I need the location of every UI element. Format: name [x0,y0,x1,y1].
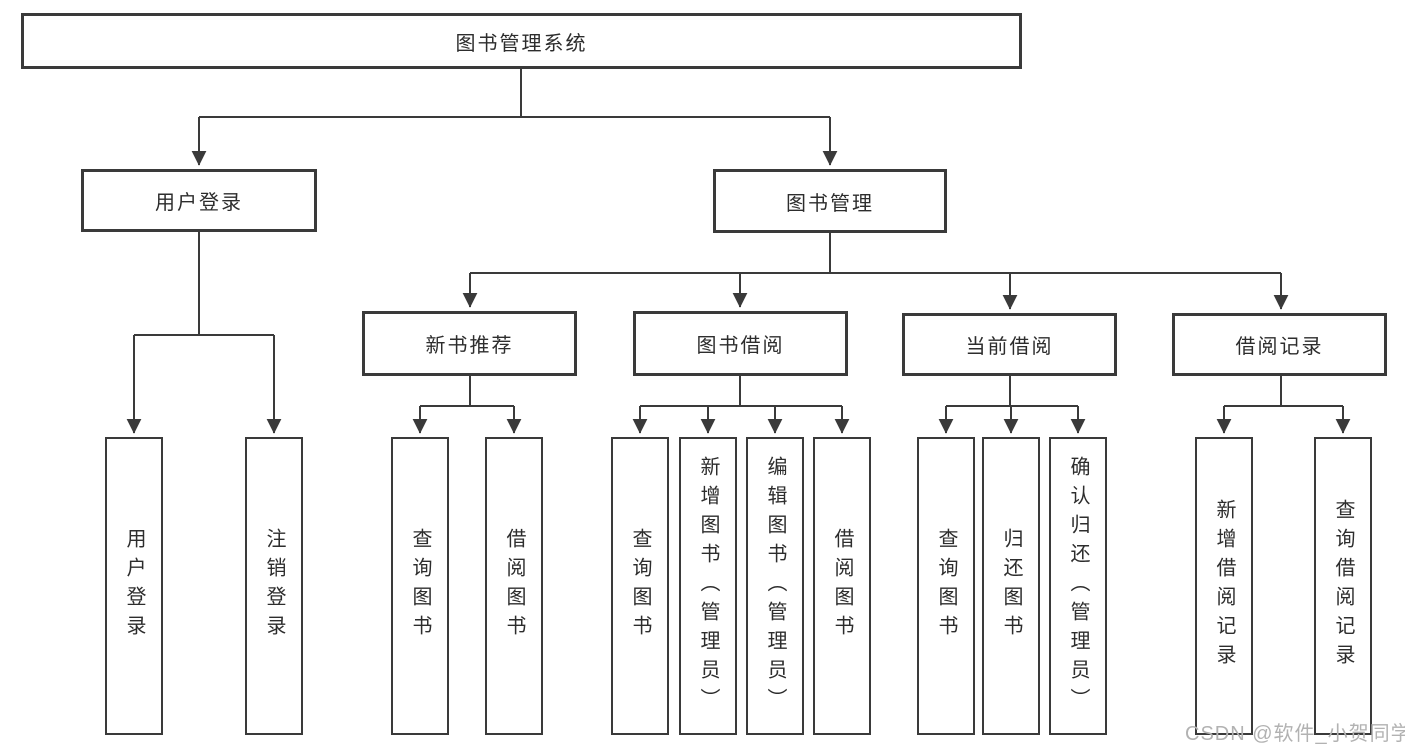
leaf-br-add-borrow-record-label: 新增借阅记录 [1213,499,1235,673]
leaf-bb-borrow-books: 借阅图书 [813,437,871,735]
edge-root-trunk [199,69,830,118]
leaf-cb-return-books: 归还图书 [982,437,1040,735]
leaf-nbr-query-books: 查询图书 [391,437,449,735]
leaf-cb-query-books: 查询图书 [917,437,975,735]
node-borrowing-records-label: 借阅记录 [1235,336,1324,358]
leaf-bb-add-books-admin: 新增图书（管理员） [679,437,737,735]
edge-book-mgmt-trunk [470,233,1281,274]
leaf-cb-confirm-return-admin: 确认归还（管理员） [1049,437,1107,735]
leaf-nbr-borrow-books-label: 借阅图书 [503,528,525,644]
edge-new-book-rec-trunk [420,376,514,407]
edge-book-borrow-trunk [640,376,842,407]
leaf-br-query-borrow-record-label: 查询借阅记录 [1332,499,1354,673]
node-new-book-recommend: 新书推荐 [362,311,577,376]
node-user-login-label: 用户登录 [155,192,243,214]
edge-user-login-trunk [134,232,274,336]
node-current-borrowing: 当前借阅 [902,313,1117,376]
node-book-borrowing: 图书借阅 [633,311,848,376]
node-current-borrowing-label: 当前借阅 [965,336,1054,358]
leaf-cb-query-books-label: 查询图书 [935,528,957,644]
leaf-user-login-label: 用户登录 [123,528,145,644]
leaf-nbr-borrow-books: 借阅图书 [485,437,543,735]
leaf-bb-query-books-label: 查询图书 [629,528,651,644]
node-user-login: 用户登录 [81,169,317,232]
node-borrowing-records: 借阅记录 [1172,313,1387,376]
node-book-borrowing-label: 图书借阅 [696,335,785,357]
leaf-nbr-query-books-label: 查询图书 [409,528,431,644]
leaf-cb-confirm-return-admin-label: 确认归还（管理员） [1067,455,1089,717]
leaf-logout-login: 注销登录 [245,437,303,735]
leaf-logout-login-label: 注销登录 [263,528,285,644]
node-library-management-system: 图书管理系统 [21,13,1022,69]
node-library-management-system-label: 图书管理系统 [455,32,588,55]
leaf-br-add-borrow-record: 新增借阅记录 [1195,437,1253,735]
leaf-user-login: 用户登录 [105,437,163,735]
leaf-cb-return-books-label: 归还图书 [1000,528,1022,644]
leaf-bb-edit-books-admin-label: 编辑图书（管理员） [764,455,786,717]
leaf-bb-edit-books-admin: 编辑图书（管理员） [746,437,804,735]
node-book-management-label: 图书管理 [786,192,874,215]
leaf-br-query-borrow-record: 查询借阅记录 [1314,437,1372,735]
edge-current-borrow-trunk [946,376,1078,407]
leaf-bb-query-books: 查询图书 [611,437,669,735]
node-new-book-recommend-label: 新书推荐 [425,335,514,357]
node-book-management: 图书管理 [713,169,947,233]
leaf-bb-add-books-admin-label: 新增图书（管理员） [697,455,719,717]
leaf-bb-borrow-books-label: 借阅图书 [831,528,853,644]
edge-borrow-records-trunk [1224,376,1343,407]
watermark: CSDN @软件_小贺同学 [1185,723,1405,745]
